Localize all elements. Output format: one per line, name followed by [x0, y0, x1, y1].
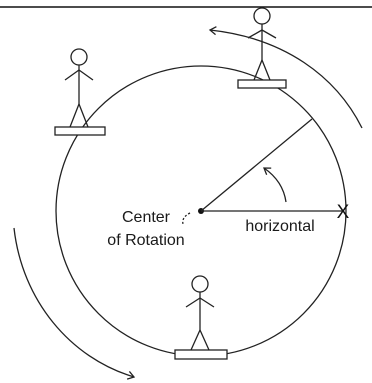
- center-label-line2: of Rotation: [107, 232, 184, 249]
- horizontal-label: horizontal: [245, 218, 314, 235]
- angle-arrow: [263, 167, 287, 203]
- angled-radius-line: [200, 118, 313, 212]
- horizontal-end-mark: X: [337, 202, 350, 223]
- rotation-arrow-bottom: [13, 227, 136, 380]
- platform-left: [54, 126, 106, 136]
- rider-bottom: [174, 275, 228, 360]
- rotation-arrow-top: [208, 26, 363, 129]
- rider-bottom-head: [191, 275, 209, 293]
- center-label-line1: Center: [122, 209, 171, 226]
- platform-bottom: [174, 349, 228, 360]
- platform-top: [237, 79, 287, 89]
- rider-left-head: [70, 48, 88, 66]
- rider-top: [237, 7, 287, 89]
- rider-top-head: [253, 7, 271, 25]
- center-leader-line: [182, 212, 191, 225]
- rider-left: [54, 48, 106, 136]
